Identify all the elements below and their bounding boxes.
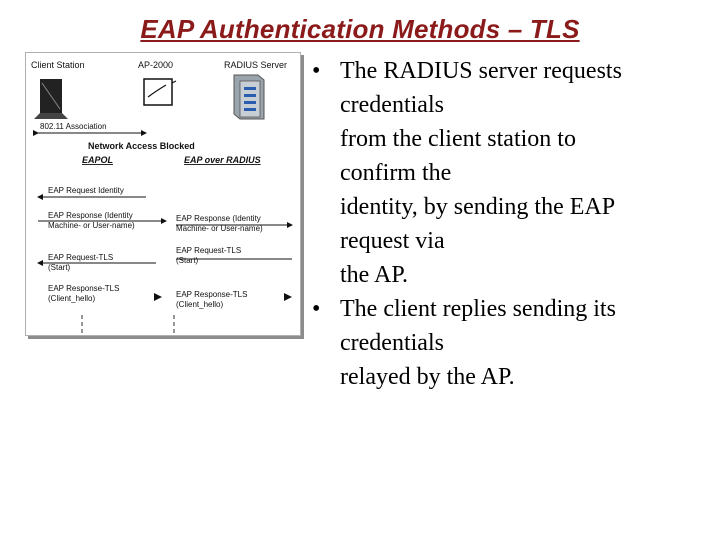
msg-radius-request-tls-l1: EAP Request-TLS (176, 246, 241, 255)
bullet-1-line-2: credentials (306, 88, 716, 122)
msg-request-identity: EAP Request Identity (48, 186, 124, 195)
msg-request-tls-l1: EAP Request-TLS (48, 253, 113, 262)
msg-response-tls-l1: EAP Response-TLS (48, 284, 119, 293)
access-point-icon (143, 78, 177, 106)
bullet-marker: • (312, 58, 321, 84)
msg-response-identity-l1: EAP Response (Identity (48, 211, 133, 220)
bullet-1-line-3: from the client station to (306, 122, 716, 156)
bullet-text: The client replies sending its (340, 296, 616, 322)
bullet-text: identity, by sending the EAP (340, 194, 616, 220)
radius-response-tls-arrowhead (284, 293, 292, 301)
bullet-text: request via (340, 228, 445, 254)
entity-label-radius: RADIUS Server (224, 60, 287, 70)
bullet-1-line-7: the AP. (306, 258, 716, 292)
msg-response-tls-l2: (Client_hello) (48, 294, 95, 303)
eapol-label: EAPOL (82, 155, 113, 165)
bullet-text: confirm the (340, 160, 452, 186)
bullet-text: credentials (340, 330, 444, 356)
bullet-text: relayed by the AP. (340, 364, 515, 390)
msg-radius-request-tls-l2: (Start) (176, 256, 199, 265)
msg-radius-response-tls-l1: EAP Response-TLS (176, 290, 247, 299)
response-tls-arrowhead (154, 293, 162, 301)
bullet-text: The RADIUS server requests (340, 58, 622, 84)
bullet-1-line-4: confirm the (306, 156, 716, 190)
radius-server-icon (233, 74, 265, 120)
bullet-2-line-1: • The client replies sending its (306, 292, 716, 326)
bullet-1-line-1: • The RADIUS server requests (306, 54, 716, 88)
msg-radius-response-identity-l2: Machine- or User-name) (176, 224, 263, 233)
network-access-blocked-label: Network Access Blocked (88, 141, 195, 151)
entity-label-client: Client Station (31, 60, 85, 70)
bullet-1-line-6: request via (306, 224, 716, 258)
laptop-icon (34, 79, 68, 119)
association-label: 802.11 Association (40, 122, 107, 131)
eap-tls-sequence-diagram: Client Station AP-2000 RADIUS Server 802… (25, 52, 301, 336)
entity-label-ap: AP-2000 (138, 60, 173, 70)
bullet-2-line-3: relayed by the AP. (306, 360, 716, 394)
sequence-diagram-svg: Client Station AP-2000 RADIUS Server 802… (31, 60, 293, 335)
bullet-marker: • (312, 296, 321, 322)
bullet-list: • The RADIUS server requests credentials… (306, 54, 716, 394)
bullet-2-line-2: credentials (306, 326, 716, 360)
msg-response-identity-l2: Machine- or User-name) (48, 221, 135, 230)
msg-radius-response-identity-l1: EAP Response (Identity (176, 214, 261, 223)
eap-over-radius-label: EAP over RADIUS (184, 155, 261, 165)
msg-request-tls-l2: (Start) (48, 263, 71, 272)
bullet-1-line-5: identity, by sending the EAP (306, 190, 716, 224)
bullet-text: from the client station to (340, 126, 576, 152)
msg-radius-response-tls-l2: (Client_hello) (176, 300, 223, 309)
bullet-text: the AP. (340, 262, 409, 288)
slide-title: EAP Authentication Methods – TLS (140, 14, 580, 44)
bullet-text: credentials (340, 92, 444, 118)
